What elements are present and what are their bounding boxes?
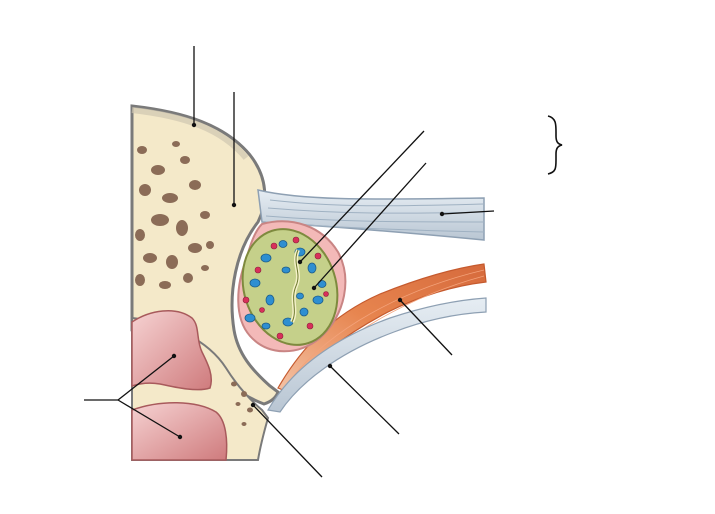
lower-spongy-bone [231, 381, 253, 426]
spongy-bone [135, 141, 214, 289]
outer-cortex [131, 107, 249, 160]
leader-lines [84, 46, 495, 478]
lower-ligament [267, 297, 487, 413]
red-vessels [242, 236, 329, 340]
blue-vessels [244, 240, 327, 330]
brace-symbol [547, 115, 563, 175]
upper-cartilage [131, 310, 213, 391]
lower-cartilage [131, 402, 228, 461]
leader-endpoints [171, 122, 445, 440]
